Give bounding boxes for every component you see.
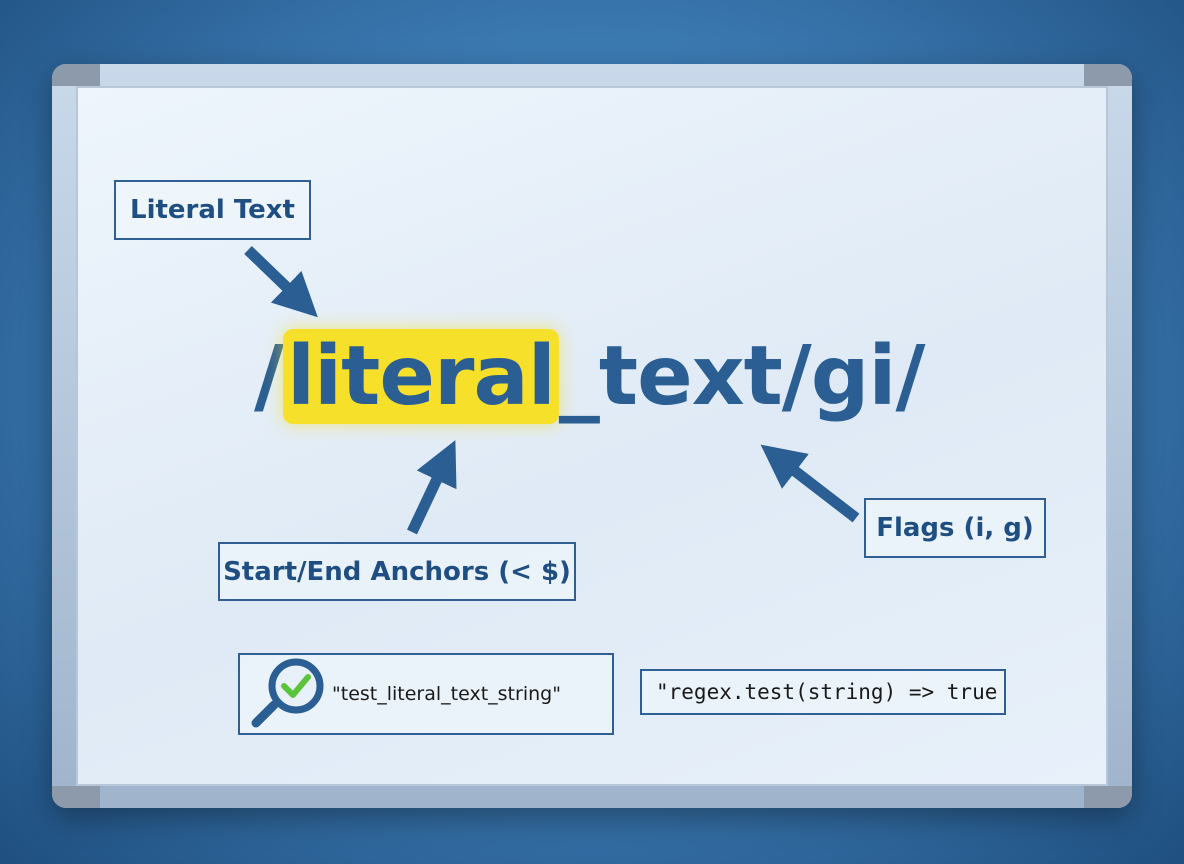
test-string-text: "test_literal_text_string"	[332, 683, 561, 705]
frame-corner-bottom-left	[52, 786, 100, 808]
magnifier-check-icon	[251, 658, 324, 728]
literal-text-label: Literal Text	[114, 180, 311, 240]
flags-label: Flags (i, g)	[864, 498, 1046, 558]
arrow-flags	[760, 444, 860, 523]
frame-corner-top-left	[52, 64, 100, 86]
anchors-label: Start/End Anchors (< $)	[218, 542, 576, 601]
regex-literal-highlight: literal	[282, 329, 559, 424]
frame-corner-top-right	[1084, 64, 1132, 86]
test-string-box: "test_literal_text_string"	[238, 653, 614, 735]
arrow-anchors	[407, 440, 457, 535]
regex-expression: /literal_text/gi/	[254, 322, 926, 432]
frame-corner-bottom-right	[1084, 786, 1132, 808]
regex-rest: _text/gi/	[558, 329, 926, 424]
regex-open-slash: /	[254, 329, 284, 424]
regex-test-code: "regex.test(string) => true	[640, 669, 1006, 715]
arrow-literal-text	[244, 246, 318, 318]
